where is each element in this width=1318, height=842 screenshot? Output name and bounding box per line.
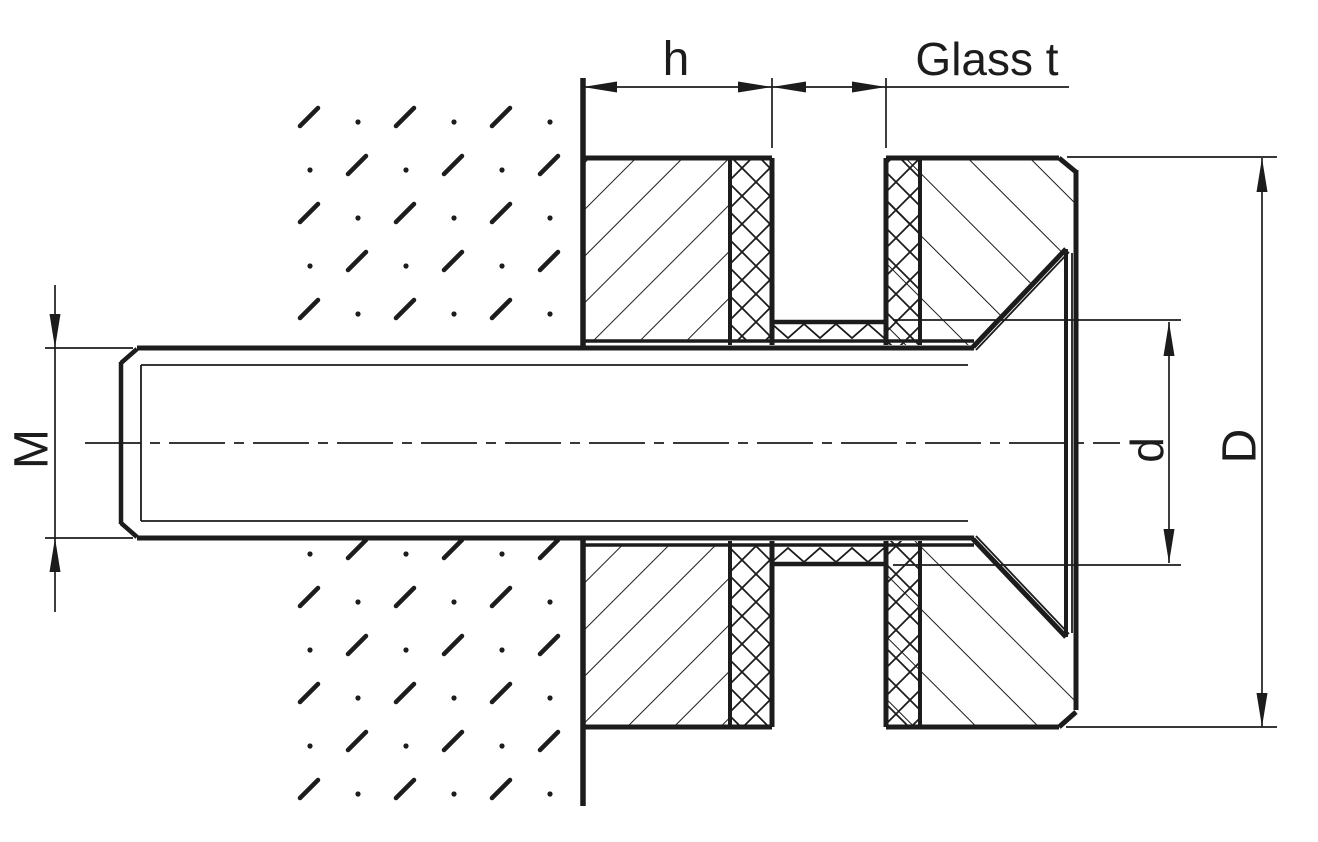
left-flange-lower [583,544,730,727]
stud-end-chamfer-bottom [119,521,139,539]
wall-section [285,78,586,806]
h-label: h [663,33,690,86]
dimension-m: M [6,285,133,612]
wall-stipple-lower [285,540,583,803]
d-arrow-top [1163,322,1175,356]
h-arrow-right [738,81,772,93]
d-outer-arrow-top [1256,158,1268,192]
gasket-left-lower [730,544,772,727]
wall-stipple-upper [285,85,583,346]
d-label: d [1121,437,1173,463]
adapter-outlines [583,155,1079,730]
left-flange-upper [583,158,730,341]
adapter-body-sections [583,158,1076,727]
glass-t-arrow-right [852,81,886,93]
neck-thread-zigzag-lower [771,546,885,564]
m-arrow-bottom [49,538,61,572]
m-arrow-top [49,314,61,348]
stud-end-chamfer-top [119,347,139,365]
d-outer-arrow-bottom [1256,693,1268,727]
head-cone-upper [975,251,1070,351]
neck-thread-zigzag-upper [771,322,885,340]
right-flange-lower [886,541,1076,727]
right-flange-bottom-chamfer [1057,710,1078,729]
gasket-left-upper [730,158,772,341]
d-outer-label: D [1214,429,1267,464]
right-flange-top-chamfer [1057,156,1078,174]
threaded-stud [85,345,1120,541]
dimension-d: d [893,319,1181,566]
head-cone-lower [975,535,1070,635]
glass-t-label: Glass t [915,33,1058,85]
d-arrow-bottom [1163,529,1175,563]
dimension-d-outer: D [1066,156,1277,728]
right-flange-upper [886,158,1076,345]
dimension-glass-t: Glass t [772,33,1069,148]
h-arrow-left [583,81,617,93]
glass-t-arrow-left [772,81,806,93]
m-label: M [6,429,59,469]
dimension-h: h [582,33,773,148]
countersink-cone-lower [971,537,1068,639]
countersink-cone-upper [971,247,1068,349]
